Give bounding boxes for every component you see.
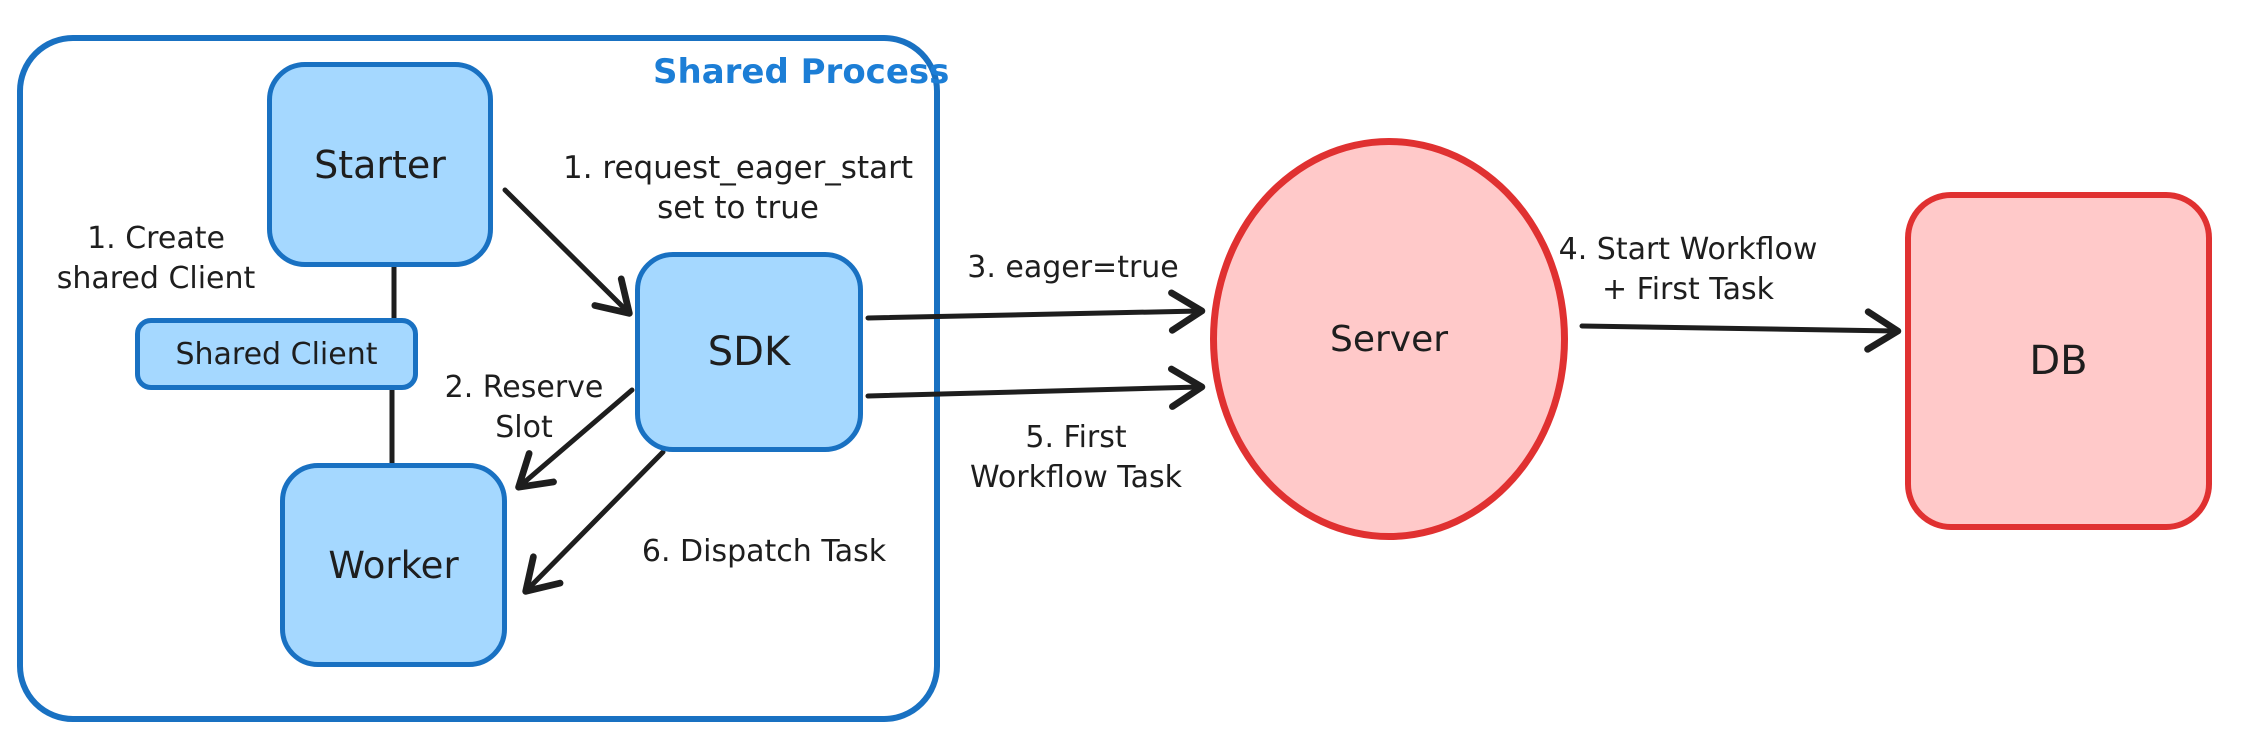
annotation-request-eager-start: 1. request_eager_start set to true [563,148,913,228]
node-server-label: Server [1329,318,1449,360]
annotation-first-workflow-task-line1: 5. First [1025,420,1127,455]
annotation-dispatch-task-line1: 6. Dispatch Task [641,534,887,569]
annotation-reserve-slot-line2: Slot [495,410,553,445]
node-sdk: SDK [635,252,863,452]
annotation-reserve-slot-line1: 2. Reserve [444,370,604,405]
node-worker-label: Worker [328,543,459,587]
node-starter: Starter [267,62,493,267]
shared-process-container [17,35,940,722]
annotation-create-shared-client: 1. Create shared Client [57,219,256,299]
node-db-label: DB [2029,338,2088,384]
annotation-eager-true: 3. eager=true [967,248,1179,288]
annotation-create-shared-client-line1: 1. Create [87,221,225,256]
annotation-request-eager-start-line1: 1. request_eager_start [562,150,914,186]
annotation-start-workflow: 4. Start Workflow + First Task [1559,230,1818,310]
annotation-first-workflow-task-line2: Workflow Task [969,460,1183,495]
annotation-eager-true-line1: 3. eager=true [967,250,1179,285]
node-starter-label: Starter [314,142,446,187]
annotation-first-workflow-task: 5. First Workflow Task [970,418,1182,498]
annotation-create-shared-client-line2: shared Client [56,261,256,296]
annotation-dispatch-task: 6. Dispatch Task [642,532,886,572]
node-worker: Worker [280,463,507,667]
node-db: DB [1905,192,2212,530]
arrow-start-workflow [1579,308,1902,353]
annotation-start-workflow-line2: + First Task [1601,272,1775,307]
annotation-request-eager-start-line2: set to true [657,190,819,226]
node-shared-client: Shared Client [135,318,418,390]
node-shared-client-label: Shared Client [175,336,378,372]
shared-process-label: Shared Process [653,52,950,92]
annotation-reserve-slot: 2. Reserve Slot [445,368,604,448]
node-server: Server [1210,138,1568,540]
node-sdk-label: SDK [707,329,791,375]
annotation-start-workflow-line1: 4. Start Workflow [1558,232,1818,267]
